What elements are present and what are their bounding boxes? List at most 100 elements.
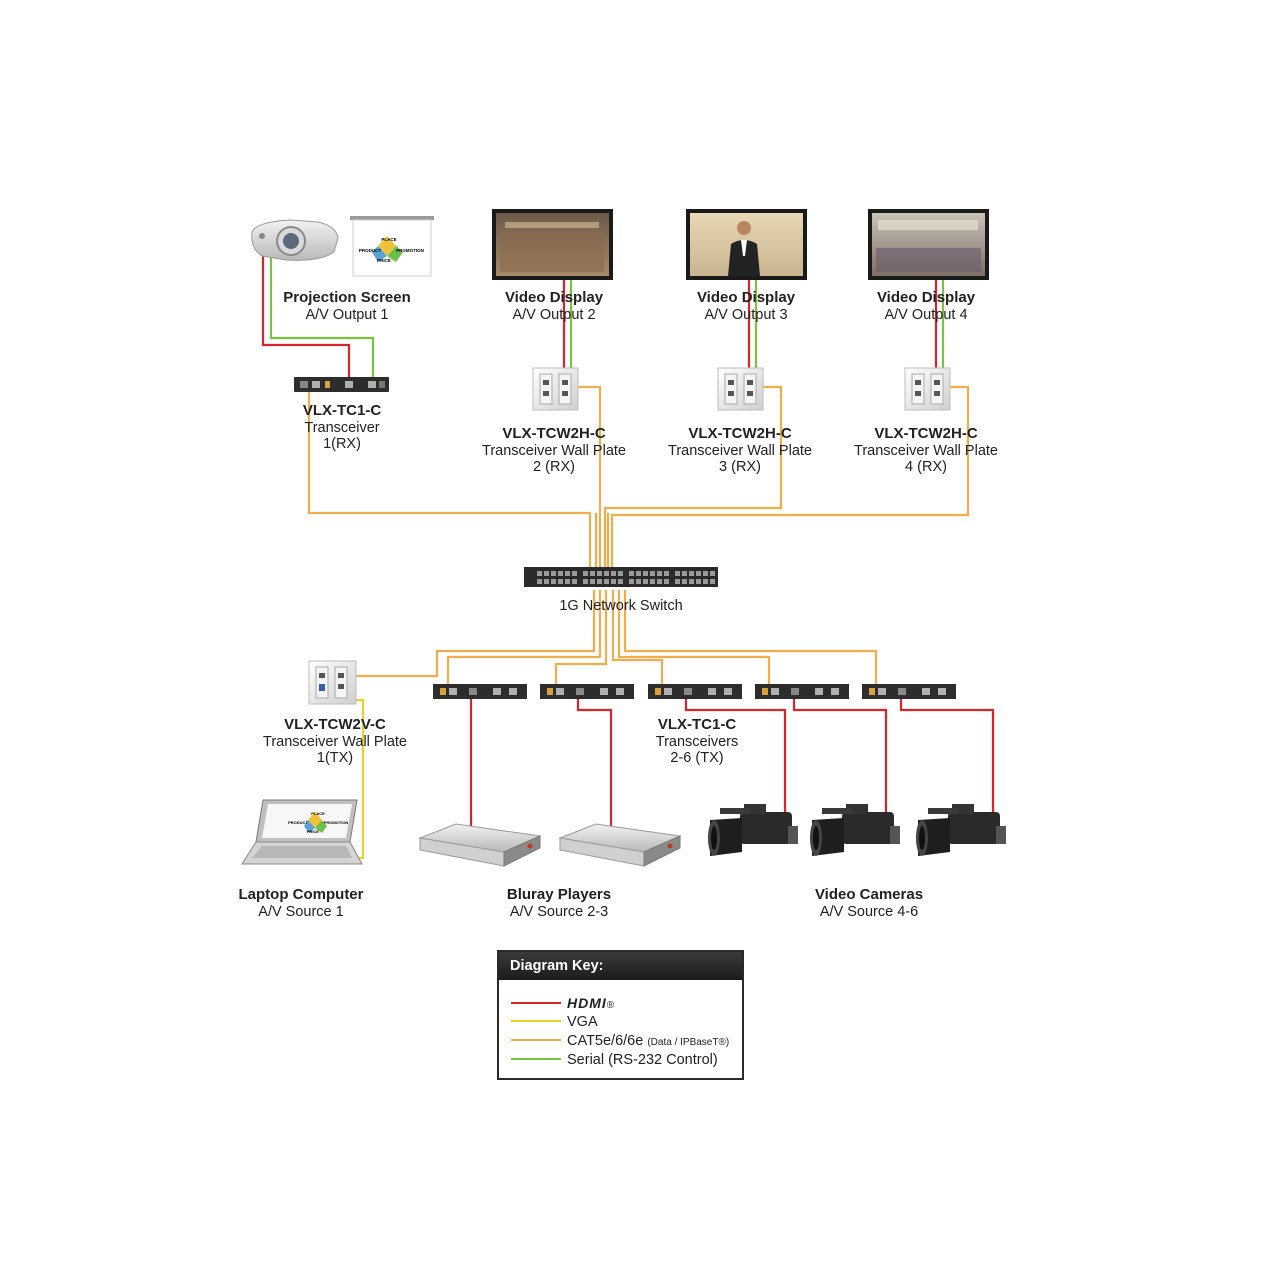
cat-cable-tx2 bbox=[446, 590, 602, 688]
laptop-title: Laptop Computer bbox=[238, 886, 364, 903]
projection-title: Projection Screen bbox=[283, 289, 411, 306]
switch-port bbox=[604, 571, 609, 576]
switch-port bbox=[636, 571, 641, 576]
hdmi-cable-cam3 bbox=[899, 698, 995, 830]
video-cameras bbox=[708, 804, 1006, 856]
wp4-sub1: Transceiver Wall Plate bbox=[854, 442, 998, 459]
hdmi-cable-projector bbox=[261, 248, 351, 382]
tc-tx-sub2: 2-6 (TX) bbox=[670, 750, 724, 766]
switch-port bbox=[604, 579, 609, 584]
cat-cable-tx4 bbox=[611, 590, 664, 688]
switch-port bbox=[544, 579, 549, 584]
screen-word-place: PLACE bbox=[381, 237, 396, 242]
wp-tx-sub2: 1(TX) bbox=[316, 750, 354, 766]
display3-sub: A/V Output 3 bbox=[704, 306, 788, 323]
cat-cable-wp-tx bbox=[356, 590, 596, 678]
switch-port bbox=[611, 579, 616, 584]
diagram-key-title: Diagram Key: bbox=[499, 952, 742, 980]
label-tc-tx: VLX-TC1-C Transceivers 2-6 (TX) bbox=[655, 716, 739, 767]
hdmi-cable-bluray2 bbox=[576, 698, 613, 830]
projection-sub: A/V Output 1 bbox=[305, 306, 389, 323]
label-wp3: VLX-TCW2H-C Transceiver Wall Plate 3 (RX… bbox=[668, 425, 812, 476]
switch-port bbox=[551, 571, 556, 576]
key-swatch-serial bbox=[511, 1057, 561, 1061]
wp2-title: VLX-TCW2H-C bbox=[502, 425, 606, 442]
key-swatch-hdmi bbox=[511, 1001, 561, 1005]
wp3-title: VLX-TCW2H-C bbox=[688, 425, 792, 442]
wall-plate-3 bbox=[717, 367, 764, 411]
key-row-serial: Serial (RS-232 Control) bbox=[511, 1051, 718, 1069]
wp-tx-title: VLX-TCW2V-C bbox=[284, 716, 386, 733]
cables-top bbox=[261, 248, 970, 570]
vlx-tc1-tx-3 bbox=[540, 684, 634, 699]
switch-label: 1G Network Switch bbox=[559, 598, 683, 614]
wall-plate-tx bbox=[308, 660, 357, 705]
display3-title: Video Display bbox=[696, 289, 796, 306]
cat-cable-tx6 bbox=[623, 590, 878, 688]
video-display-3 bbox=[686, 209, 807, 280]
cameras-title: Video Cameras bbox=[814, 886, 924, 903]
switch-port bbox=[696, 579, 701, 584]
tc1-rx-sub1: Transceiver bbox=[304, 419, 380, 436]
screen-word-price: PRICE bbox=[377, 258, 391, 263]
wall-plate-4 bbox=[904, 367, 951, 411]
switch-port bbox=[636, 579, 641, 584]
video-display-4 bbox=[868, 209, 989, 280]
tc1-rx-title: VLX-TC1-C bbox=[302, 402, 382, 419]
switch-port bbox=[629, 579, 634, 584]
switch-port bbox=[618, 579, 623, 584]
display4-sub: A/V Output 4 bbox=[884, 306, 968, 323]
label-wp2: VLX-TCW2H-C Transceiver Wall Plate 2 (RX… bbox=[482, 425, 626, 476]
key-row-hdmi: HDMI® bbox=[511, 994, 614, 1012]
key-note-hdmi: ® bbox=[606, 1000, 615, 1011]
label-switch: 1G Network Switch bbox=[559, 598, 682, 615]
tc-tx-title: VLX-TC1-C bbox=[657, 716, 737, 733]
switch-port bbox=[664, 571, 669, 576]
label-cameras: Video Cameras A/V Source 4-6 bbox=[814, 886, 924, 920]
key-row-cat: CAT5e/6/6e (Data / IPBaseT®) bbox=[511, 1032, 729, 1050]
laptop-word-promotion: PROMOTION bbox=[324, 820, 349, 825]
switch-port bbox=[675, 571, 680, 576]
cat-cable-tc1 bbox=[307, 392, 592, 570]
switch-port bbox=[703, 571, 708, 576]
screen-word-product: PRODUCT bbox=[359, 248, 382, 253]
switch-port bbox=[682, 579, 687, 584]
switch-port bbox=[537, 579, 542, 584]
bluray-player-1 bbox=[418, 823, 542, 867]
video-camera-2 bbox=[810, 804, 900, 856]
switch-port bbox=[572, 571, 577, 576]
cat-cable-tx5 bbox=[617, 590, 771, 688]
switch-port bbox=[558, 571, 563, 576]
switch-port bbox=[703, 579, 708, 584]
switch-port bbox=[590, 571, 595, 576]
switch-port bbox=[572, 579, 577, 584]
switch-port bbox=[657, 571, 662, 576]
label-tc1-rx: VLX-TC1-C Transceiver 1(RX) bbox=[302, 402, 382, 453]
laptop-word-price: PRICE bbox=[307, 829, 320, 834]
switch-port bbox=[590, 579, 595, 584]
tc1-rx-sub2: 1(RX) bbox=[323, 436, 361, 452]
bluray-title: Bluray Players bbox=[506, 886, 612, 903]
cat-cable-tx3 bbox=[554, 590, 608, 688]
switch-port bbox=[611, 571, 616, 576]
switch-port bbox=[682, 571, 687, 576]
diagram-key: Diagram Key: HDMI® VGA CAT5e/6/6e (Data … bbox=[497, 950, 744, 1080]
key-label-vga: VGA bbox=[567, 1014, 598, 1030]
display4-title: Video Display bbox=[876, 289, 976, 306]
label-display4: Video Display A/V Output 4 bbox=[876, 289, 976, 323]
key-label-cat: CAT5e/6/6e bbox=[567, 1033, 644, 1049]
laptop-word-place: PLACE bbox=[311, 811, 325, 816]
key-label-serial: Serial (RS-232 Control) bbox=[567, 1052, 718, 1068]
wp4-sub2: 4 (RX) bbox=[905, 459, 947, 475]
label-display2: Video Display A/V Output 2 bbox=[505, 289, 603, 323]
vlx-tc1-tx-6 bbox=[862, 684, 956, 699]
key-row-vga: VGA bbox=[511, 1013, 598, 1031]
projection-screen: PLACE PRODUCT PROMOTION PRICE bbox=[350, 216, 434, 277]
switch-port bbox=[657, 579, 662, 584]
switch-port bbox=[710, 571, 715, 576]
vlx-tc1-tx-5 bbox=[755, 684, 849, 699]
bluray-sub: A/V Source 2-3 bbox=[509, 903, 609, 920]
tc-tx-sub1: Transceivers bbox=[655, 733, 739, 750]
key-label-hdmi: HDMI bbox=[567, 995, 607, 1011]
